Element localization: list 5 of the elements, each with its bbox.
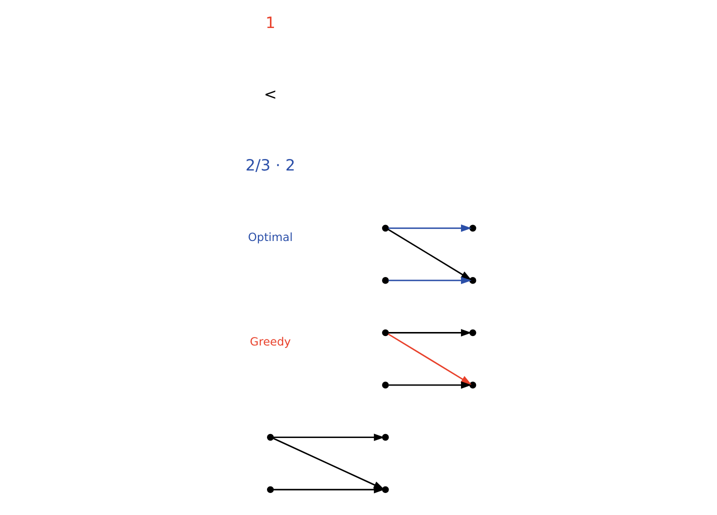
label: 2/3 · 2 bbox=[245, 156, 295, 175]
label: Greedy bbox=[249, 335, 290, 348]
label: < bbox=[263, 85, 276, 104]
label: Optimal bbox=[248, 230, 292, 244]
label: 1 bbox=[264, 14, 275, 32]
